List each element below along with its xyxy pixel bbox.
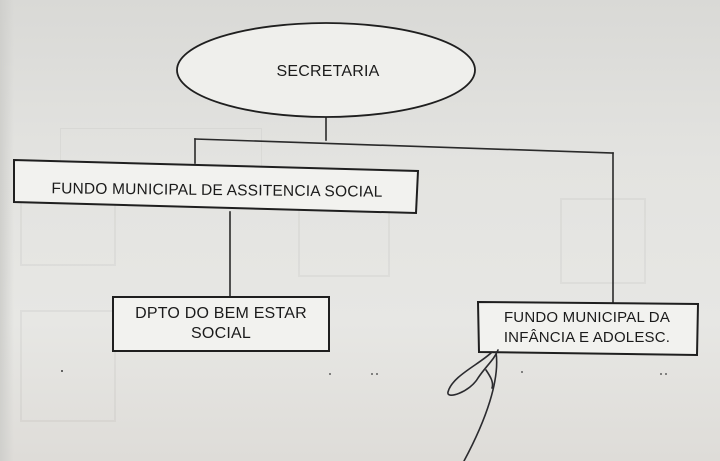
bleed-through-shape bbox=[20, 310, 116, 422]
paper-left-shadow bbox=[0, 0, 14, 461]
stray-ink-dots bbox=[61, 370, 667, 375]
node-fundo-assistencia-shape bbox=[13, 158, 420, 215]
node-dpto-bem-estar-shape bbox=[112, 296, 330, 352]
bleed-through-shape bbox=[560, 198, 646, 284]
node-fundo-infancia-shape bbox=[476, 300, 700, 357]
node-secretaria-label: SECRETARIA bbox=[276, 63, 380, 80]
handwritten-signature-mark bbox=[447, 349, 499, 461]
node-dpto-bem-estar-label: DPTO DO BEM ESTAR SOCIAL bbox=[135, 305, 307, 342]
node-fundo-infancia-label: FUNDO MUNICIPAL DA INFÂNCIA E ADOLESC. bbox=[503, 309, 671, 346]
node-fundo-assistencia-label: FUNDO MUNICIPAL DE ASSITENCIA SOCIAL bbox=[51, 180, 383, 201]
connector-horizontal-bus bbox=[194, 138, 614, 154]
node-secretaria-shape bbox=[176, 22, 476, 118]
